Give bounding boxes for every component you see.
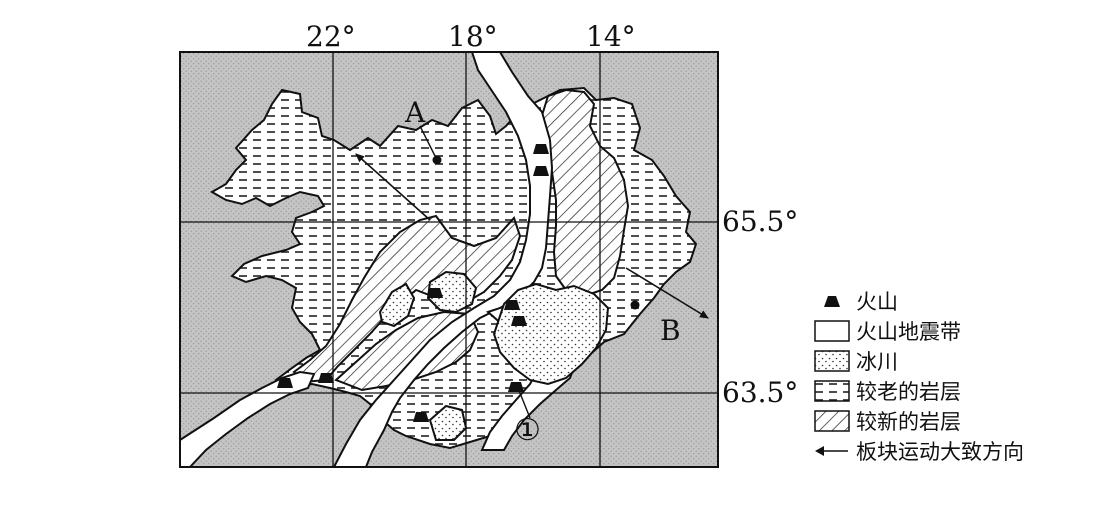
legend-item-volcano: 火山 — [812, 286, 1112, 316]
arrow-left-icon — [815, 446, 848, 456]
legend-label: 板块运动大致方向 — [856, 440, 1024, 464]
leader-line-1 — [517, 387, 531, 419]
volcanic-seismic-belt-southwest — [180, 370, 316, 467]
legend-item-newer-strata: 较新的岩层 — [812, 406, 1112, 436]
latitude-label-63-5: 63.5° — [722, 376, 798, 409]
longitude-label-22: 22° — [306, 20, 356, 53]
volcano-icon — [533, 166, 549, 176]
legend-item-older-strata: 较老的岩层 — [812, 376, 1112, 406]
volcano-icon — [511, 316, 527, 326]
legend: 火山 火山地震带 冰川 较老的岩层 较新的岩层 板块运动大致方向 — [812, 286, 1112, 466]
volcanic-seismic-belt — [332, 52, 554, 467]
leader-line-a — [419, 125, 437, 159]
glacier-swatch — [814, 350, 850, 372]
glacier-main — [492, 282, 610, 386]
volcano-icon — [824, 296, 840, 307]
volcano-icon — [427, 288, 443, 298]
volcano-icon — [508, 382, 524, 392]
point-b-marker — [630, 300, 640, 310]
plate-motion-arrow-west — [355, 153, 431, 221]
map-frame — [179, 51, 719, 468]
legend-label: 火山地震带 — [856, 320, 961, 344]
newer-strata-east — [538, 88, 630, 298]
older-strata-swatch — [814, 380, 850, 402]
volcano-icon — [318, 373, 334, 383]
volcanic-seismic-belt-swatch — [814, 320, 850, 342]
volcano-icon — [504, 300, 520, 310]
volcanoes — [277, 144, 549, 422]
legend-item-plate-motion: 板块运动大致方向 — [812, 436, 1112, 466]
glacier-west — [378, 282, 416, 328]
volcano-icon — [277, 378, 293, 388]
latitude-label-65-5: 65.5° — [722, 205, 798, 238]
volcano-icon — [413, 412, 429, 422]
graticule — [180, 52, 718, 467]
volcano-icon — [533, 144, 549, 154]
newer-strata-swatch — [814, 410, 850, 432]
point-a-marker — [432, 155, 442, 165]
plate-motion-arrow-east — [625, 267, 709, 319]
glacier-central — [426, 270, 478, 314]
longitude-label-14: 14° — [586, 20, 636, 53]
legend-label: 较新的岩层 — [856, 410, 961, 434]
legend-label: 火山 — [856, 290, 898, 314]
label-b: B — [660, 314, 681, 347]
newer-strata-west — [292, 214, 522, 384]
legend-label: 较老的岩层 — [856, 380, 961, 404]
legend-label: 冰川 — [856, 350, 898, 374]
label-1: ① — [514, 413, 541, 448]
legend-item-glacier: 冰川 — [812, 346, 1112, 376]
longitude-label-18: 18° — [448, 20, 498, 53]
legend-item-seismic-belt: 火山地震带 — [812, 316, 1112, 346]
label-a: A — [404, 96, 426, 129]
